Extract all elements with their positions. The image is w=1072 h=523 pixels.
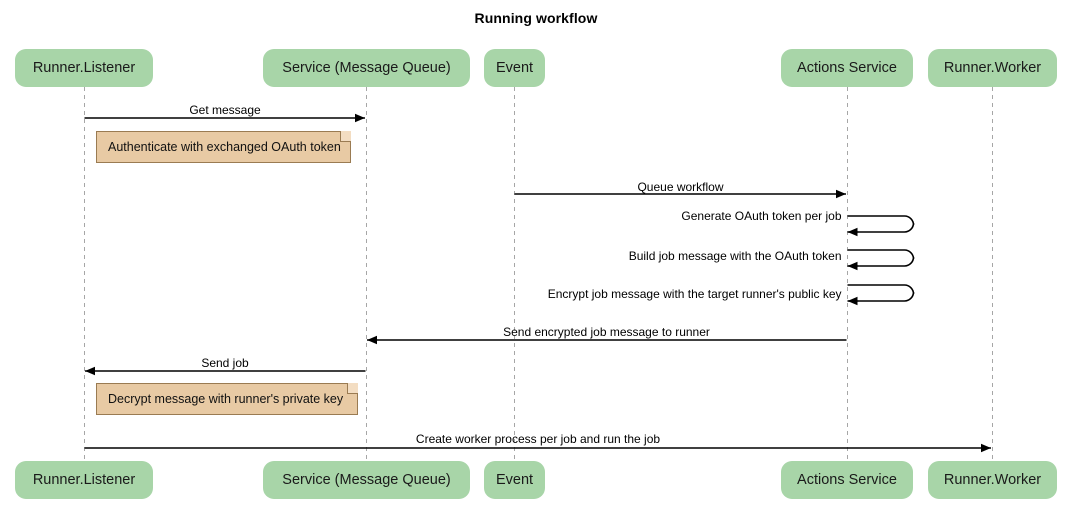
actor-queue-footer[interactable]: Service (Message Queue) — [263, 461, 470, 499]
note-text-n2: Decrypt message with runner's private ke… — [108, 392, 344, 406]
actor-listener-header[interactable]: Runner.Listener — [15, 49, 153, 87]
self-message-path-m4 — [847, 249, 915, 267]
actor-worker-footer[interactable]: Runner.Worker — [928, 461, 1057, 499]
note-fold-corner-icon — [340, 131, 351, 142]
note-n1: Authenticate with exchanged OAuth token — [96, 131, 351, 163]
message-label-m4: Build job message with the OAuth token — [628, 249, 842, 263]
message-label-m2: Queue workflow — [637, 180, 724, 194]
note-n2: Decrypt message with runner's private ke… — [96, 383, 358, 415]
message-label-m7: Send job — [201, 356, 249, 370]
message-label-m8: Create worker process per job and run th… — [415, 432, 661, 446]
actor-actions-footer[interactable]: Actions Service — [781, 461, 913, 499]
message-label-m1: Get message — [189, 103, 261, 117]
actor-actions-header[interactable]: Actions Service — [781, 49, 913, 87]
actor-event-header[interactable]: Event — [484, 49, 545, 87]
message-label-m6: Send encrypted job message to runner — [503, 325, 710, 339]
note-text-n1: Authenticate with exchanged OAuth token — [108, 140, 341, 154]
actor-worker-header[interactable]: Runner.Worker — [928, 49, 1057, 87]
actor-event-footer[interactable]: Event — [484, 461, 545, 499]
actor-queue-header[interactable]: Service (Message Queue) — [263, 49, 470, 87]
self-message-path-m3 — [847, 215, 915, 233]
message-label-m5: Encrypt job message with the target runn… — [547, 287, 842, 301]
page-title: Running workflow — [474, 10, 598, 26]
note-fold-corner-icon — [347, 383, 358, 394]
self-message-path-m5 — [847, 284, 915, 302]
message-label-m3: Generate OAuth token per job — [681, 209, 842, 223]
actor-listener-footer[interactable]: Runner.Listener — [15, 461, 153, 499]
